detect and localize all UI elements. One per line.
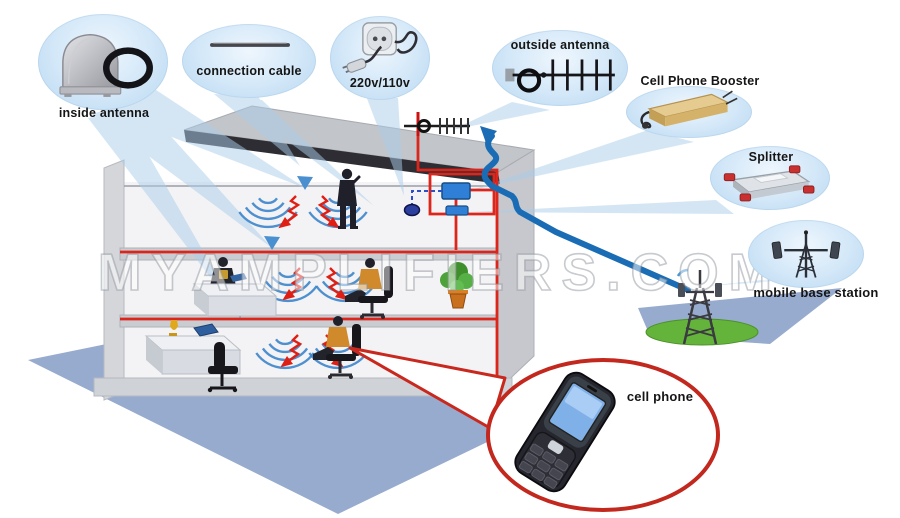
person-seated-bottom xyxy=(313,316,361,379)
watermark-text: MYAMPLIFIERS.COM xyxy=(98,244,782,302)
callout-booster-label: Cell Phone Booster xyxy=(640,74,760,88)
callout-inside-antenna-label: inside antenna xyxy=(58,106,150,120)
trophy xyxy=(170,320,178,330)
laptop xyxy=(193,323,219,337)
callout-beams xyxy=(88,86,800,316)
callout-cell-phone-label: cell phone xyxy=(626,389,694,404)
ceiling-inside-antenna xyxy=(403,203,421,217)
callout-connection-cable-label: connection cable xyxy=(196,64,302,78)
red-cable-runs xyxy=(120,136,499,386)
potted-plant xyxy=(440,262,474,309)
connection-cable-icon xyxy=(210,42,290,47)
callout-base-station-label: mobile base station xyxy=(753,285,879,300)
office-chair xyxy=(207,342,238,393)
callout-outside-antenna-bubble xyxy=(492,30,628,106)
callout-power-label: 220v/110v xyxy=(349,76,411,90)
base-station-tower xyxy=(676,268,722,345)
indoor-booster-box xyxy=(441,182,471,200)
indoor-splitter-box xyxy=(445,205,469,216)
callout-cell-phone-bubble xyxy=(486,358,720,512)
callout-connection-cable-bubble xyxy=(182,24,316,98)
cell-phone-icon xyxy=(514,371,616,493)
building-cutaway xyxy=(93,105,536,401)
reception-desk xyxy=(192,273,278,317)
cell-phone-booster-icon xyxy=(640,90,738,129)
laptop xyxy=(230,273,247,282)
callout-outside-antenna-label: outside antenna xyxy=(510,38,610,52)
person-standing xyxy=(337,168,361,229)
power-outlet-icon xyxy=(342,22,418,73)
outside-antenna-icon xyxy=(505,59,615,93)
inside-antenna-icon xyxy=(59,33,153,97)
person-receptionist xyxy=(210,257,236,286)
callout-splitter-label: Splitter xyxy=(748,150,794,164)
mobile-base-station-icon xyxy=(771,230,841,278)
splitter-icon xyxy=(723,165,815,202)
person-seated-middle xyxy=(345,258,393,319)
roof-outside-antenna xyxy=(404,112,470,136)
air-signal-line xyxy=(480,126,691,293)
dashed-antenna-link xyxy=(411,190,442,204)
